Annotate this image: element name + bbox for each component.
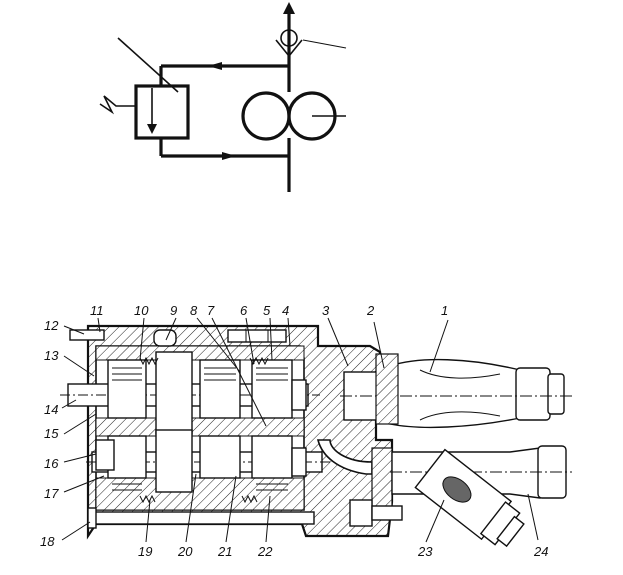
flange-2 bbox=[375, 353, 399, 425]
callout-18: 18 bbox=[40, 534, 55, 549]
tie-bolt-18 bbox=[91, 511, 315, 525]
callout-labels: 1 2 3 4 5 6 7 8 9 10 11 12 13 14 15 16 1… bbox=[40, 303, 548, 559]
callout-9: 9 bbox=[170, 303, 177, 318]
callout-12: 12 bbox=[44, 318, 59, 333]
callout-13: 13 bbox=[44, 348, 59, 363]
spring-icon bbox=[99, 95, 136, 115]
callout-14: 14 bbox=[44, 402, 58, 417]
callout-21: 21 bbox=[217, 544, 232, 559]
callout-2: 2 bbox=[366, 303, 375, 318]
callout-8: 8 bbox=[190, 303, 198, 318]
leader-lines bbox=[61, 317, 539, 543]
pump-cross-section bbox=[60, 324, 572, 548]
relief-valve-symbol bbox=[134, 84, 190, 140]
gear-lower-2 bbox=[155, 429, 193, 493]
nut-16 bbox=[95, 439, 115, 471]
callout-15: 15 bbox=[44, 426, 59, 441]
callout-24: 24 bbox=[533, 544, 548, 559]
nut-upper bbox=[291, 379, 307, 411]
adjustment-arrow bbox=[117, 37, 179, 93]
gear-teeth bbox=[112, 367, 288, 491]
gear-pump-symbol bbox=[241, 91, 346, 141]
nut-lower bbox=[291, 447, 307, 477]
callout-11: 11 bbox=[90, 303, 104, 318]
callout-19: 19 bbox=[138, 544, 152, 559]
callout-20: 20 bbox=[177, 544, 193, 559]
plug-bolt bbox=[349, 499, 373, 527]
callout-3: 3 bbox=[322, 303, 330, 318]
callout-17: 17 bbox=[44, 486, 59, 501]
gear-upper-3 bbox=[199, 359, 241, 419]
callout-7: 7 bbox=[207, 303, 215, 318]
seal-spring bbox=[139, 356, 159, 366]
callout-6: 6 bbox=[240, 303, 248, 318]
check-valve-symbol bbox=[275, 29, 303, 57]
top-cover bbox=[227, 329, 287, 343]
pin-9 bbox=[153, 329, 177, 347]
hydraulic-schematic bbox=[99, 2, 347, 192]
callout-23: 23 bbox=[417, 544, 433, 559]
callout-1: 1 bbox=[441, 303, 448, 318]
callout-4: 4 bbox=[282, 303, 289, 318]
callout-5: 5 bbox=[263, 303, 271, 318]
gear-upper-2 bbox=[155, 351, 193, 435]
bolt-12 bbox=[69, 329, 105, 341]
gear-upper-1 bbox=[107, 359, 147, 419]
callout-16: 16 bbox=[44, 456, 59, 471]
flow-arrow-left-icon bbox=[208, 62, 222, 70]
callout-10: 10 bbox=[134, 303, 149, 318]
gear-lower-3 bbox=[199, 435, 241, 479]
callout-22: 22 bbox=[257, 544, 273, 559]
gear-lower-4 bbox=[251, 435, 293, 479]
flow-arrow-right-icon bbox=[222, 152, 236, 160]
filter-23 bbox=[414, 448, 525, 548]
outlet-arrow-icon bbox=[283, 2, 295, 14]
check-valve-leader bbox=[302, 39, 347, 49]
